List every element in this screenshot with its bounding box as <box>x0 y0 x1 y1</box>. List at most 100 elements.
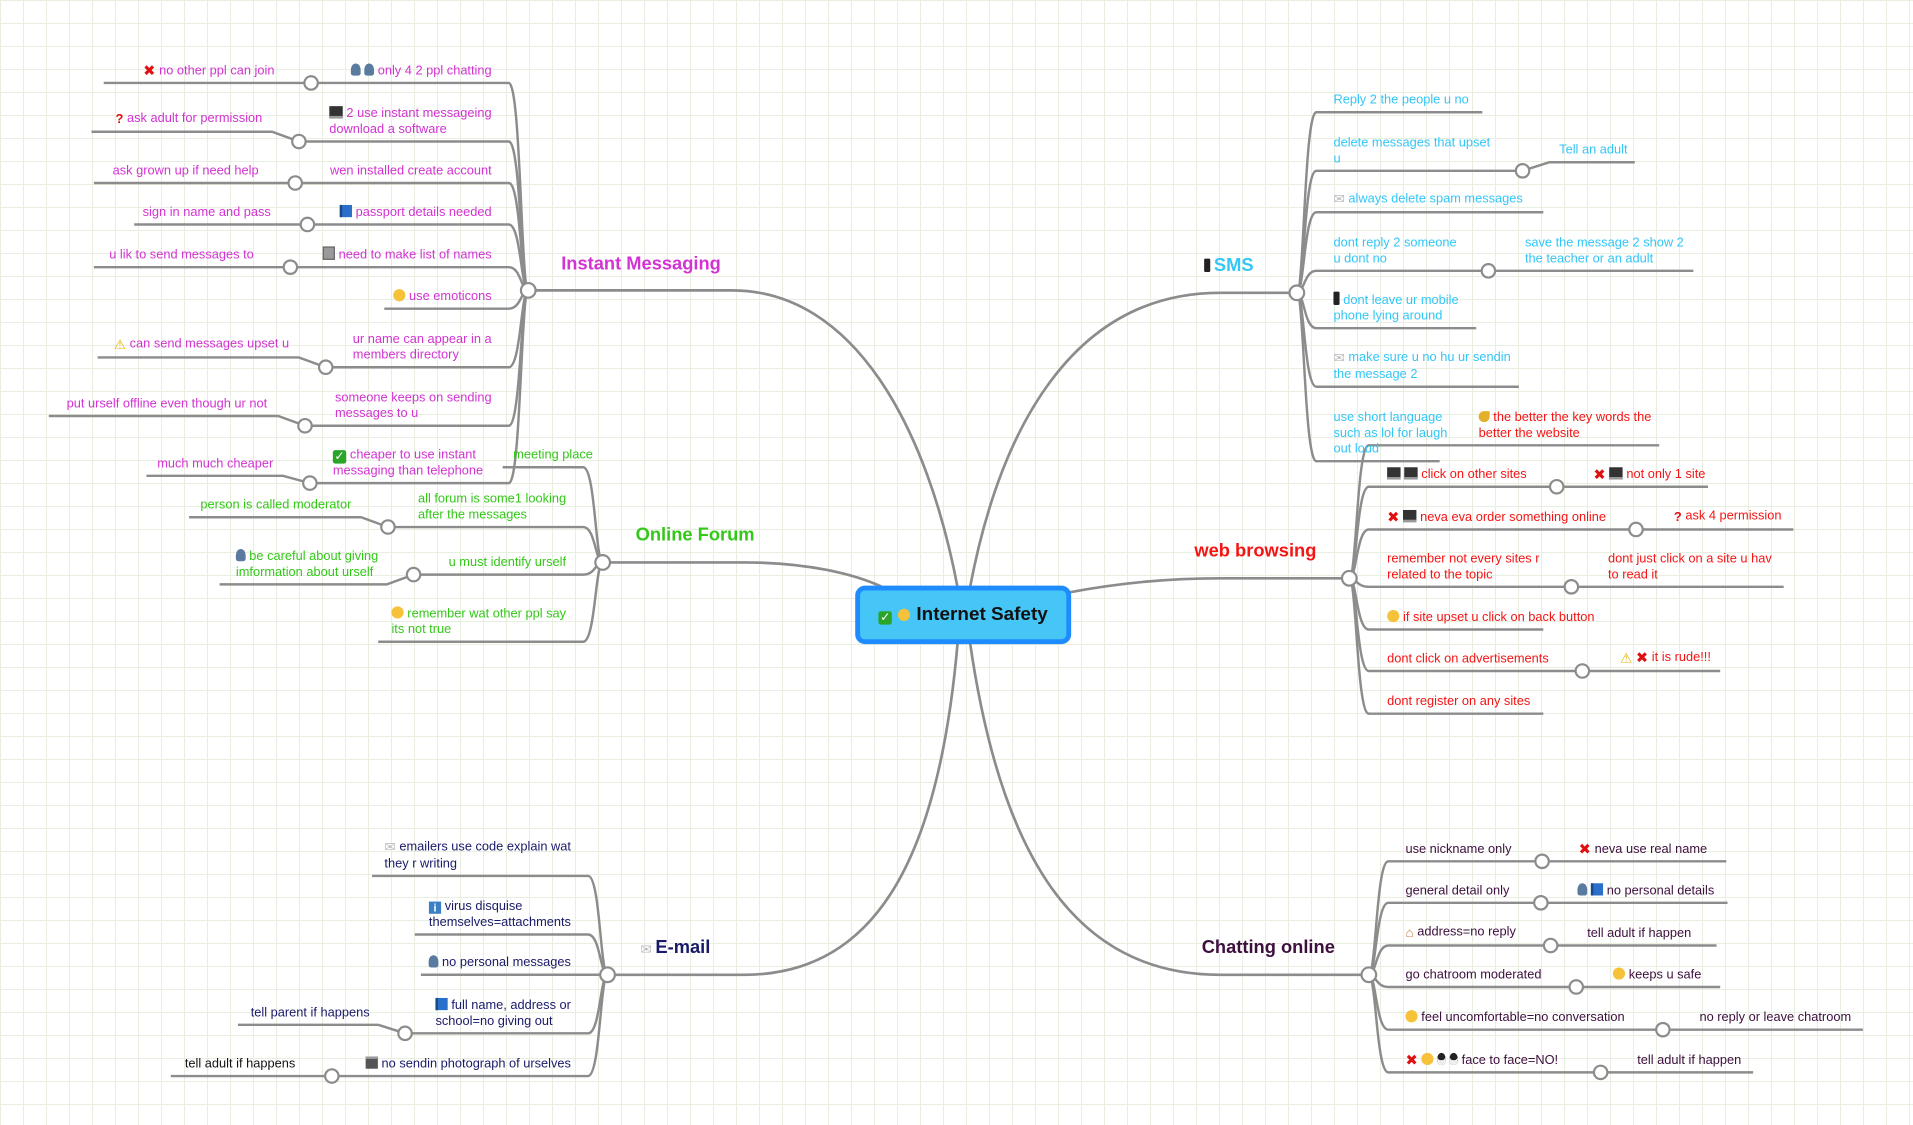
topic-node[interactable]: passport details needed <box>339 204 492 221</box>
topic-node[interactable]: full name, address or school=no giving o… <box>435 997 571 1030</box>
collapse-toggle[interactable] <box>1574 663 1591 679</box>
topic-node[interactable]: dont leave ur mobile phone lying around <box>1333 291 1459 325</box>
subtopic-node[interactable]: save the message 2 show 2 the teacher or… <box>1525 235 1684 267</box>
subtopic-node[interactable]: ?ask adult for permission <box>116 111 263 128</box>
topic-node[interactable]: go chatroom moderated <box>1405 967 1541 983</box>
topic-node[interactable]: someone keeps on sending messages to u <box>335 390 492 422</box>
collapse-toggle[interactable] <box>303 75 319 91</box>
topic-node[interactable]: dont reply 2 someone u dont no <box>1333 235 1456 267</box>
subtopic-node[interactable]: ✖no other ppl can join <box>143 63 274 79</box>
subtopic-node[interactable]: put urself offline even though ur not <box>67 397 268 413</box>
topic-node[interactable]: use nickname only <box>1405 842 1511 858</box>
topic-node[interactable]: Reply 2 the people u no <box>1333 93 1468 109</box>
branch-chatting-online-collapse-toggle[interactable] <box>1360 966 1378 984</box>
topic-node[interactable]: ⌂address=no reply <box>1405 925 1515 942</box>
collapse-toggle[interactable] <box>1548 478 1565 495</box>
subtopic-node[interactable]: ⚠✖it is rude!!! <box>1620 650 1711 667</box>
branch-chatting-online-title[interactable]: Chatting online <box>1202 937 1335 958</box>
collapse-toggle[interactable] <box>299 216 316 233</box>
topic-node[interactable]: use short language such as lol for laugh… <box>1333 410 1447 458</box>
collapse-toggle[interactable] <box>302 475 318 491</box>
collapse-toggle[interactable] <box>282 259 299 275</box>
topic-node[interactable]: ✓cheaper to use instant messaging than t… <box>332 448 483 480</box>
subtopic-node[interactable]: no reply or leave chatroom <box>1699 1010 1851 1026</box>
collapse-toggle[interactable] <box>287 175 304 191</box>
branch-online-forum-collapse-toggle[interactable] <box>594 554 612 571</box>
subtopic-node[interactable]: Tell an adult <box>1559 143 1627 159</box>
collapse-toggle[interactable] <box>1480 263 1497 279</box>
topic-node[interactable]: meeting place <box>513 448 593 464</box>
collapse-toggle[interactable] <box>297 417 313 434</box>
topic-node[interactable]: dont register on any sites <box>1387 694 1530 710</box>
topic-node[interactable]: delete messages that upset u <box>1333 135 1490 167</box>
topic-node[interactable]: wen installed create account <box>330 163 492 179</box>
central-topic[interactable]: ✓ Internet Safety <box>855 585 1072 645</box>
topic-node[interactable]: click on other sites <box>1387 467 1527 483</box>
topic-node[interactable]: no sendin photograph of urselves <box>365 1056 571 1073</box>
subtopic-node[interactable]: ask grown up if need help <box>113 163 259 179</box>
topic-node[interactable]: ✉always delete spam messages <box>1333 192 1522 209</box>
topic-node[interactable]: no personal messages <box>428 955 571 971</box>
subtopic-node[interactable]: be careful about giving imformation abou… <box>235 549 378 581</box>
branch-web-browsing-title[interactable]: web browsing <box>1194 540 1316 561</box>
subtopic-node[interactable]: person is called moderator <box>200 498 351 514</box>
collapse-toggle[interactable] <box>405 566 422 583</box>
subtopic-node[interactable]: ?ask 4 permission <box>1674 509 1782 526</box>
subtopic-node[interactable]: ⚠can send messages upset u <box>114 337 289 354</box>
topic-node[interactable]: u must identify urself <box>449 555 566 571</box>
topic-node[interactable]: ✉emailers use code explain wat they r wr… <box>384 839 571 872</box>
branch-web-browsing-collapse-toggle[interactable] <box>1340 569 1358 587</box>
collapse-toggle[interactable] <box>1534 853 1550 870</box>
subtopic-node[interactable]: dont just click on a site u hav to read … <box>1608 551 1772 583</box>
topic-node[interactable]: need to make list of names <box>322 246 492 263</box>
collapse-toggle[interactable] <box>1568 979 1585 995</box>
topic-node[interactable]: only 4 2 ppl chatting <box>350 63 492 79</box>
topic-node[interactable]: ✉make sure u no hu ur sendin the message… <box>1333 350 1510 383</box>
topic-node[interactable]: ✖neva eva order something online <box>1387 509 1606 526</box>
subtopic-node[interactable]: no personal details <box>1577 883 1714 899</box>
subtopic-node[interactable]: u lik to send messages to <box>109 248 254 264</box>
topic-node[interactable]: 2 use instant messageing download a soft… <box>329 106 492 138</box>
subtopic-node[interactable]: ✖neva use real name <box>1579 842 1707 858</box>
subtopic-node[interactable]: tell adult if happen <box>1637 1053 1741 1069</box>
collapse-toggle[interactable] <box>1655 1021 1671 1038</box>
subtopic-node[interactable]: much much cheaper <box>157 456 273 472</box>
branch-online-forum-title[interactable]: Online Forum <box>636 525 755 546</box>
branch-sms-collapse-toggle[interactable] <box>1288 284 1306 302</box>
subtopic-node[interactable]: tell adult if happen <box>1587 926 1691 942</box>
subtopic-node[interactable]: keeps u safe <box>1612 967 1701 983</box>
topic-node[interactable]: all forum is some1 looking after the mes… <box>418 492 566 524</box>
branch-instant-messaging-title[interactable]: Instant Messaging <box>561 254 721 275</box>
collapse-toggle[interactable] <box>1542 937 1559 954</box>
branch-sms-title[interactable]: SMS <box>1204 255 1254 276</box>
topic-node[interactable]: the better the key words the better the … <box>1478 410 1651 442</box>
collapse-toggle[interactable] <box>1514 162 1531 179</box>
branch-instant-messaging-collapse-toggle[interactable] <box>519 281 537 299</box>
collapse-toggle[interactable] <box>1592 1064 1609 1081</box>
collapse-toggle[interactable] <box>397 1025 413 1042</box>
subtopic-node[interactable]: tell parent if happens <box>251 1005 370 1021</box>
collapse-toggle[interactable] <box>1563 579 1580 595</box>
topic-node[interactable]: remember wat other ppl say its not true <box>391 606 566 638</box>
collapse-toggle[interactable] <box>291 133 307 150</box>
topic-node[interactable]: feel uncomfortable=no conversation <box>1405 1010 1625 1026</box>
collapse-toggle[interactable] <box>317 359 334 376</box>
topic-node[interactable]: dont click on advertisements <box>1387 651 1549 667</box>
collapse-toggle[interactable] <box>1533 894 1549 911</box>
collapse-toggle[interactable] <box>324 1068 340 1084</box>
topic-node[interactable]: ✖face to face=NO! <box>1405 1052 1558 1069</box>
collapse-toggle[interactable] <box>380 519 396 535</box>
subtopic-node[interactable]: tell adult if happens <box>185 1057 295 1073</box>
subtopic-node[interactable]: ✖not only 1 site <box>1593 467 1705 483</box>
topic-node[interactable]: if site upset u click on back button <box>1387 610 1595 626</box>
branch-e-mail-title[interactable]: ✉E-mail <box>641 937 711 958</box>
topic-node[interactable]: use emoticons <box>393 289 492 305</box>
branch-e-mail-collapse-toggle[interactable] <box>599 966 616 984</box>
collapse-toggle[interactable] <box>1628 521 1644 538</box>
topic-node[interactable]: general detail only <box>1405 883 1509 899</box>
subtopic-node[interactable]: sign in name and pass <box>143 205 271 221</box>
topic-node[interactable]: ur name can appear in a members director… <box>353 332 492 364</box>
topic-node[interactable]: remember not every sites r related to th… <box>1387 551 1539 583</box>
